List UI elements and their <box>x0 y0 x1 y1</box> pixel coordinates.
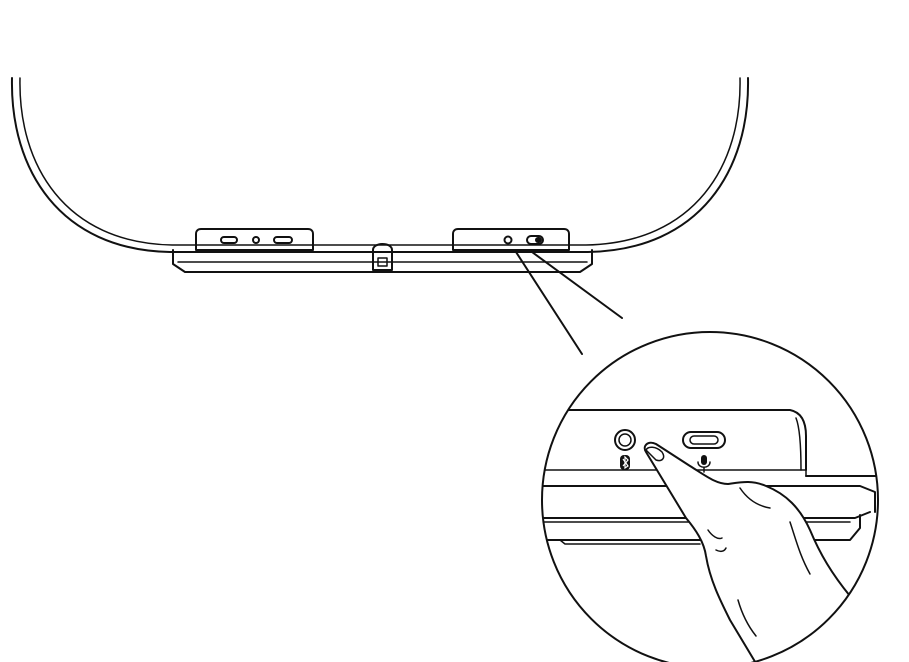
mic-switch-icon <box>526 235 544 245</box>
bluetooth-button-icon <box>503 235 513 245</box>
indicator-dot-icon <box>252 236 260 244</box>
bluetooth-icon <box>620 455 630 470</box>
left-port-panel <box>195 228 314 251</box>
finger-icon <box>643 441 871 662</box>
callout-leader <box>515 251 623 355</box>
magnified-detail <box>541 331 879 662</box>
right-port-panel <box>452 228 570 251</box>
usb-port-icon <box>220 236 238 244</box>
microphone-icon <box>697 455 711 473</box>
usb-port-icon <box>273 236 293 244</box>
bluetooth-button <box>614 429 636 451</box>
device-base-plate <box>172 243 593 273</box>
mic-switch <box>682 431 726 449</box>
device-body <box>10 77 750 253</box>
